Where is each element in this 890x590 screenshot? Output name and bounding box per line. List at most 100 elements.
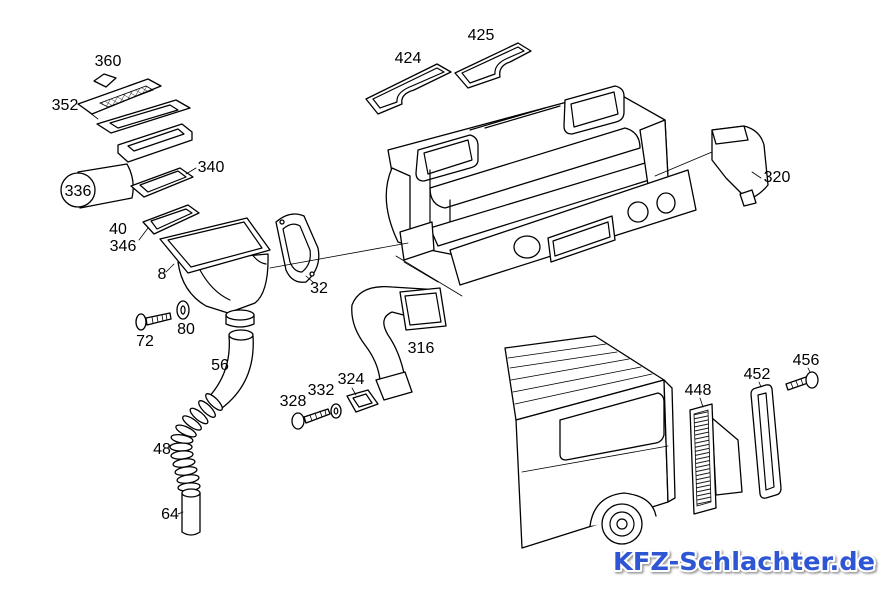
part-72-screw bbox=[135, 312, 172, 331]
front-panel-vent-hole bbox=[513, 235, 541, 259]
part-452-frame-inner bbox=[757, 392, 775, 491]
part-456-screw bbox=[785, 367, 819, 391]
label-316: 316 bbox=[408, 340, 435, 357]
label-456: 456 bbox=[793, 352, 820, 369]
part-352-leader bbox=[80, 105, 99, 120]
part-424-gasket-inner bbox=[372, 67, 445, 109]
label-8: 8 bbox=[158, 266, 167, 283]
label-80: 80 bbox=[177, 321, 195, 338]
part-352-frame-body bbox=[117, 123, 193, 163]
heater-housing-front-left-block bbox=[399, 221, 435, 261]
heater-housing-ribs bbox=[429, 105, 561, 241]
label-40: 40 bbox=[109, 221, 127, 238]
part-328-screw bbox=[291, 408, 331, 430]
label-332: 332 bbox=[308, 382, 335, 399]
part-32-leader bbox=[305, 275, 315, 284]
part-316-duct-opening bbox=[399, 287, 447, 331]
part-56-elbow-rim bbox=[228, 329, 254, 341]
part-352-frame bbox=[80, 99, 193, 163]
label-56: 56 bbox=[211, 357, 229, 374]
hose-rib bbox=[169, 442, 193, 452]
van-wheel-rim bbox=[609, 511, 635, 537]
part-316-duct-flange bbox=[375, 371, 413, 401]
heater-housing-front-panel bbox=[449, 169, 697, 286]
van-rear-face bbox=[663, 379, 676, 503]
label-320: 320 bbox=[764, 169, 791, 186]
heater-housing-left-pod bbox=[415, 134, 479, 182]
label-340: 340 bbox=[198, 159, 225, 176]
part-452-leader bbox=[758, 381, 762, 388]
part-80-washer bbox=[176, 300, 190, 320]
label-352: 352 bbox=[52, 97, 79, 114]
label-336: 336 bbox=[65, 183, 92, 200]
hose-rib bbox=[198, 400, 216, 418]
part-360-shape bbox=[93, 73, 117, 88]
part-424-gasket-outline bbox=[365, 63, 452, 115]
part-8-housing bbox=[159, 217, 271, 328]
van-side-window bbox=[559, 392, 665, 461]
part-316-duct bbox=[351, 285, 447, 401]
part-328-screw-thread bbox=[309, 409, 327, 422]
part-352-frame-inner bbox=[109, 104, 179, 129]
part-32-gasket-inner bbox=[282, 223, 311, 273]
part-64-pipe-body bbox=[181, 492, 201, 536]
part-80-washer-hole bbox=[180, 305, 186, 315]
label-48: 48 bbox=[153, 441, 171, 458]
part-320-duct bbox=[711, 125, 769, 207]
hose-rib bbox=[189, 407, 209, 425]
part-320-duct-opening bbox=[711, 125, 749, 145]
part-328-screw-shaft bbox=[303, 408, 331, 424]
part-324-clip bbox=[346, 387, 379, 413]
part-72-screw-thread bbox=[151, 313, 168, 324]
part-80-washer-outer bbox=[176, 300, 190, 320]
part-456-screw-head bbox=[805, 371, 819, 389]
part-424-gasket bbox=[365, 63, 452, 115]
watermark-text: KFZ-Schlachter.de bbox=[613, 547, 875, 576]
label-64: 64 bbox=[161, 506, 179, 523]
part-324-leader bbox=[351, 387, 357, 396]
label-32: 32 bbox=[310, 280, 328, 297]
label-72: 72 bbox=[136, 333, 154, 350]
part-448-vent-louvres bbox=[693, 409, 712, 507]
label-424: 424 bbox=[395, 50, 422, 67]
part-340-gasket-inner bbox=[139, 170, 187, 193]
label-346: 346 bbox=[110, 238, 137, 255]
part-456-leader bbox=[807, 367, 811, 373]
part-346-gasket-inner bbox=[150, 208, 193, 230]
part-340-gasket bbox=[130, 167, 197, 198]
part-448-vent-grille bbox=[689, 397, 743, 515]
label-425: 425 bbox=[468, 27, 495, 44]
part-number-labels: 360 352 336 340 40 346 8 72 80 56 48 64 … bbox=[52, 27, 820, 523]
part-320-duct-tab bbox=[739, 189, 757, 207]
heater-housing-right-pod bbox=[563, 85, 625, 135]
part-324-clip-inner bbox=[352, 393, 373, 408]
part-336-callout-circle bbox=[60, 172, 96, 208]
part-448-leader bbox=[699, 397, 704, 408]
part-8-leader bbox=[165, 263, 175, 273]
front-panel-vent-hole bbox=[627, 201, 649, 223]
part-64-pipe-rim bbox=[181, 488, 201, 498]
part-352-frame-opening bbox=[127, 128, 185, 152]
part-340-leader bbox=[185, 167, 197, 175]
heater-housing-top-bar bbox=[429, 127, 641, 209]
label-324: 324 bbox=[338, 371, 365, 388]
part-8-housing-flange bbox=[159, 217, 271, 274]
label-360: 360 bbox=[95, 53, 122, 70]
hose-rib bbox=[182, 415, 202, 431]
part-425-gasket bbox=[454, 42, 532, 89]
part-48-corrugated-hose bbox=[169, 393, 223, 492]
label-452: 452 bbox=[744, 366, 771, 383]
part-8-housing-flange-inner bbox=[167, 221, 263, 268]
hose-rib bbox=[205, 393, 223, 411]
part-72-screw-shaft bbox=[145, 312, 172, 326]
part-72-screw-head bbox=[135, 313, 147, 331]
part-452-frame bbox=[750, 381, 782, 499]
van-wheel bbox=[601, 503, 643, 545]
part-64-pipe bbox=[177, 488, 201, 536]
part-316-duct-opening-inner bbox=[404, 292, 442, 326]
part-332-washer-outer bbox=[330, 403, 342, 419]
part-360-clip bbox=[93, 73, 117, 88]
van-roof-ribs bbox=[507, 343, 653, 405]
assembly-line bbox=[403, 261, 439, 283]
